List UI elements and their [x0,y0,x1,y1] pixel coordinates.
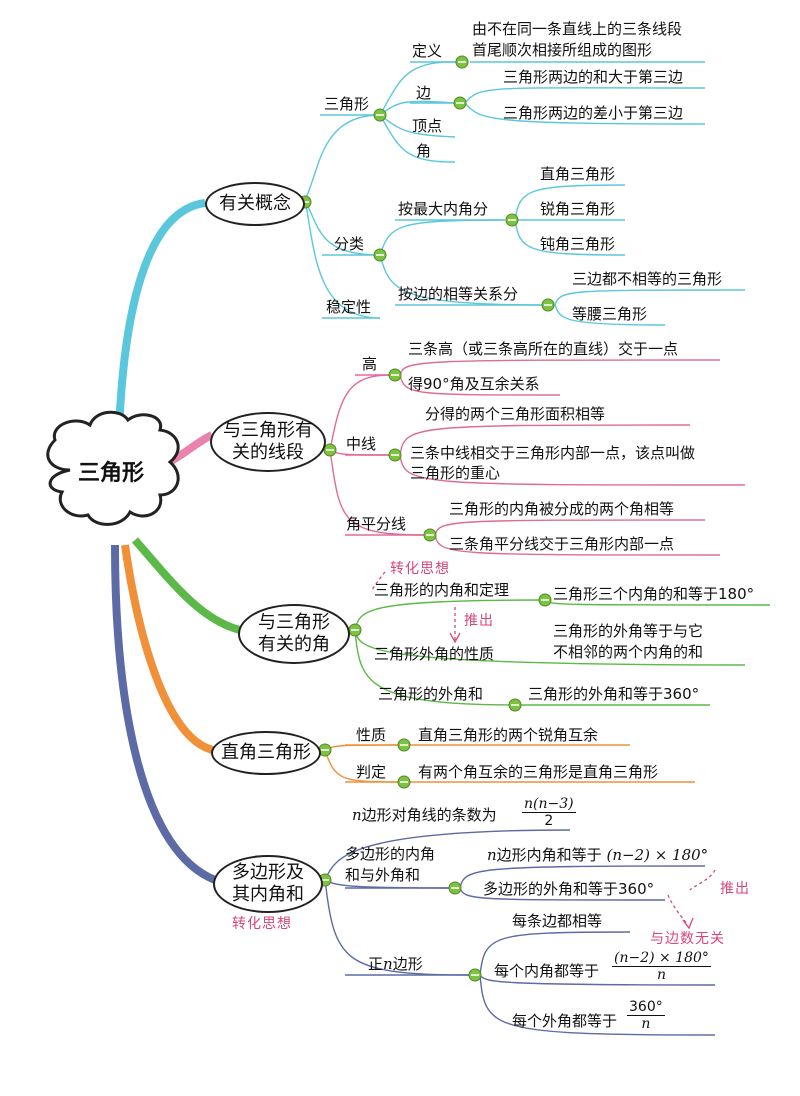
independent-note: 与边数无关 [650,931,725,947]
hub-polygon-label: 多边形及其内角和 [232,862,304,905]
hub-concepts-label: 有关概念 [219,193,291,214]
node-by-side: 按边的相等关系分 [398,285,519,303]
node-stability: 稳定性 [326,298,372,316]
hub-segments: 与三角形有关的线段 [210,412,326,472]
isosceles-type: 等腰三角形 [572,305,648,323]
diagonals-fraction: n(n−3)2 [522,796,576,829]
exterior-sum-text: 三角形的外角和等于360° [528,685,700,703]
branch-concepts-line [114,199,206,471]
property-text: 直角三角形的两个锐角互余 [418,726,599,744]
transform-note-angles: 转化思想 [390,561,450,577]
altitude-text-1: 三条高（或三条高所在的直线）交于一点 [408,340,679,358]
node-vertex: 顶点 [412,117,443,135]
definition-text-2: 首尾顺次相接所组成的图形 [472,41,653,59]
branch-right-line [121,544,215,754]
node-side: 边 [416,84,432,102]
equal-sides-text: 每条边都相等 [512,912,603,930]
each-interior-text: 每个内角都等于 [494,962,600,980]
obtuse-triangle-type: 钝角三角形 [540,235,616,253]
right-triangle-type: 直角三角形 [540,165,616,183]
derive-note-polygon: 推出 [720,881,750,897]
node-exterior-sum: 三角形的外角和 [378,685,484,703]
diagonals-text: n边形对角线的条数为 [352,806,497,824]
transform-note-polygon: 转化思想 [232,916,292,932]
criterion-text: 有两个角互余的三角形是直角三角形 [418,763,659,781]
each-exterior-fraction: 360°n [627,999,665,1032]
node-bisector: 角平分线 [346,515,407,533]
median-text-2a: 三条中线相交于三角形内部一点，该点叫做 [410,444,696,462]
node-definition: 定义 [412,42,443,60]
side-rule-1: 三角形两边的和大于第三边 [503,68,684,86]
interior-sum-text: 三角形三个内角的和等于180° [553,585,755,603]
hub-right-label: 直角三角形 [221,742,311,763]
hub-angles: 与三角形有关的角 [238,604,350,664]
exterior-property-1: 三角形的外角等于与它 [553,622,704,640]
acute-triangle-type: 锐角三角形 [540,200,616,218]
bisector-text-2: 三条角平分线交于三角形内部一点 [449,535,675,553]
exterior-sum-polygon: 多边形的外角和等于360° [483,880,655,898]
median-text-2b: 三角形的重心 [410,464,501,482]
interior-sum-polygon: n边形内角和等于 (n−2) × 180° [487,846,709,864]
derive-note-angles: 推出 [464,613,494,629]
node-criterion: 判定 [356,763,387,781]
node-polygon-angles-2: 和与外角和 [345,866,421,884]
scalene-type: 三边都不相等的三角形 [572,270,723,288]
node-property: 性质 [356,726,387,744]
node-triangle: 三角形 [324,95,370,113]
hub-angles-label: 与三角形有关的角 [258,612,330,655]
root-title: 三角形 [78,461,145,486]
median-text-1: 分得的两个三角形面积相等 [425,405,606,423]
node-exterior-property: 三角形外角的性质 [374,645,495,663]
hub-polygon: 多边形及其内角和 [213,855,323,913]
bisector-text-1: 三角形的内角被分成的两个角相等 [449,500,675,518]
side-rule-2: 三角形两边的差小于第三边 [503,104,684,122]
branch-polygon-line [111,544,217,884]
each-exterior-text: 每个外角都等于 [512,1012,618,1030]
hub-right-triangle: 直角三角形 [211,731,321,775]
node-altitude: 高 [362,355,378,373]
definition-text-1: 由不在同一条直线上的三条线段 [472,20,683,38]
node-regular-polygon: 正n边形 [368,955,423,973]
root-cloud [46,410,180,526]
altitude-text-2: 得90°角及互余关系 [408,375,540,393]
node-by-angle: 按最大内角分 [398,200,489,218]
branch-angles-line [131,537,242,634]
hub-concepts: 有关概念 [205,182,305,226]
hub-segments-label: 与三角形有关的线段 [223,420,313,463]
node-interior-sum: 三角形的内角和定理 [374,581,510,599]
node-angle: 角 [416,142,432,160]
node-polygon-angles-1: 多边形的内角 [345,845,436,863]
node-classification: 分类 [334,235,365,253]
each-interior-fraction: (n−2) × 180°n [612,950,711,983]
node-median: 中线 [346,435,377,453]
exterior-property-2: 不相邻的两个内角的和 [553,643,704,661]
